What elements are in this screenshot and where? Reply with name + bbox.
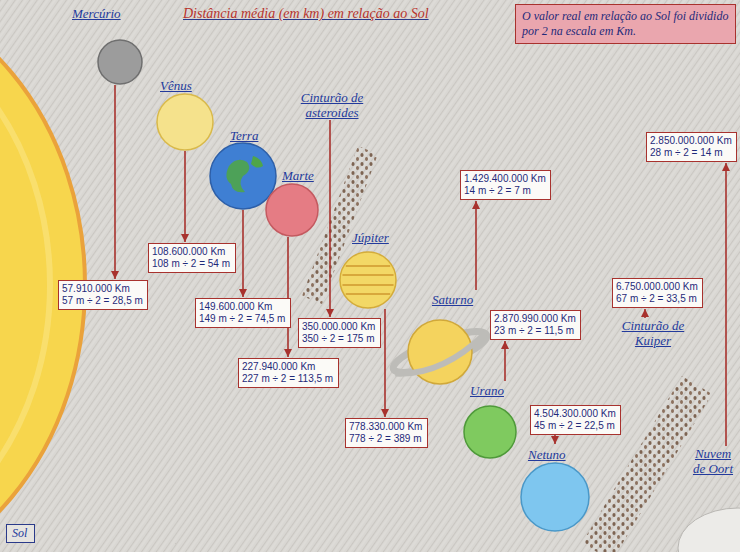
distance-arrow — [114, 85, 116, 279]
planet: Urano — [460, 381, 520, 459]
distance-text: 778 ÷ 2 = 389 m — [349, 433, 424, 445]
belt-label: Cinturão de asteroides — [300, 90, 364, 120]
distance-text: 2.850.000.000 Km — [650, 135, 733, 147]
distance-box: 2.870.990.000 Km23 m ÷ 2 = 11,5 m — [490, 310, 581, 340]
planet-circle — [157, 94, 213, 150]
planet-name: Terra — [230, 128, 258, 143]
distance-arrow — [644, 309, 646, 318]
distance-text: 227 m ÷ 2 = 113,5 m — [242, 373, 335, 385]
diagram-title: Distância média (em km) em relação ao So… — [183, 5, 429, 22]
distance-arrow — [725, 163, 727, 446]
distance-text: 67 m ÷ 2 = 33,5 m — [616, 293, 699, 305]
belt-name: Nuvem de Oort — [690, 446, 736, 476]
planet-circle — [98, 40, 142, 84]
distance-text: 778.330.000 Km — [349, 421, 424, 433]
distance-text: 2.870.990.000 Km — [494, 313, 577, 325]
saturn-ring-front — [393, 334, 488, 375]
distance-text: 4.504.300.000 Km — [534, 408, 617, 420]
oort-cloud — [678, 508, 740, 552]
planet-name: Júpiter — [352, 230, 389, 245]
distance-text: 23 m ÷ 2 = 11,5 m — [494, 325, 577, 337]
distance-arrow — [554, 435, 556, 444]
distance-arrow — [384, 309, 386, 417]
sun-label-box: Sol — [6, 524, 35, 543]
distance-box: 149.600.000 Km149 m ÷ 2 = 74,5 m — [195, 298, 291, 328]
earth-land — [251, 156, 263, 168]
planet: Mercúrio — [68, 4, 148, 85]
distance-text: 6.750.000.000 Km — [616, 281, 699, 293]
distance-text: 108 m ÷ 2 = 54 m — [152, 258, 232, 270]
distance-text: 227.940.000 Km — [242, 361, 335, 373]
planet: Vênus — [150, 76, 220, 151]
distance-text: 350.000.000 Km — [302, 321, 377, 333]
jupiter-band — [346, 293, 390, 295]
sun-name: Sol — [12, 526, 29, 541]
planet-circle — [521, 463, 589, 531]
distance-text: 57 m ÷ 2 = 28,5 m — [62, 295, 144, 307]
distance-box: 2.850.000.000 Km28 m ÷ 2 = 14 m — [646, 132, 737, 162]
planet-name: Mercúrio — [72, 6, 121, 21]
note-text: O valor real em relação ao Sol foi divid… — [522, 9, 729, 39]
distance-arrow — [287, 237, 289, 357]
distance-box: 350.000.000 Km350 ÷ 2 = 175 m — [298, 318, 381, 348]
planet-name: Netuno — [528, 447, 566, 462]
jupiter-band — [342, 274, 393, 276]
planet-circle — [340, 252, 396, 308]
distance-text: 14 m ÷ 2 = 7 m — [464, 185, 547, 197]
planet-name: Marte — [282, 168, 314, 183]
planet-circle — [266, 184, 318, 236]
distance-text: 45 m ÷ 2 = 22,5 m — [534, 420, 617, 432]
jupiter-band — [342, 284, 393, 286]
planet-name: Saturno — [432, 292, 473, 307]
distance-arrow — [504, 341, 506, 381]
planet-circle — [464, 406, 516, 458]
distance-box: 6.750.000.000 Km67 m ÷ 2 = 33,5 m — [612, 278, 703, 308]
distance-arrow — [184, 151, 186, 242]
distance-text: 149.600.000 Km — [199, 301, 287, 313]
distance-text: 149 m ÷ 2 = 74,5 m — [199, 313, 287, 325]
distance-box: 778.330.000 Km778 ÷ 2 = 389 m — [345, 418, 428, 448]
belt-label: Nuvem de Oort — [690, 446, 736, 476]
planet: Marte — [264, 166, 320, 237]
distance-text: 28 m ÷ 2 = 14 m — [650, 147, 733, 159]
distance-text: 1.429.400.000 Km — [464, 173, 547, 185]
belt-name: Cinturão de asteroides — [300, 90, 364, 120]
belt-label: Cinturão de Kuiper — [620, 318, 686, 348]
belt-name: Cinturão de Kuiper — [620, 318, 686, 348]
planet-name: Vênus — [160, 78, 192, 93]
distance-box: 108.600.000 Km108 m ÷ 2 = 54 m — [148, 243, 236, 273]
distance-arrow — [242, 210, 244, 297]
distance-box: 227.940.000 Km227 m ÷ 2 = 113,5 m — [238, 358, 339, 388]
distance-text: 57.910.000 Km — [62, 283, 144, 295]
earth-land — [226, 160, 249, 193]
sun-shape — [0, 0, 85, 552]
distance-text: 108.600.000 Km — [152, 246, 232, 258]
planet: Júpiter — [338, 228, 398, 309]
distance-box: 57.910.000 Km57 m ÷ 2 = 28,5 m — [58, 280, 148, 310]
distance-arrow — [329, 120, 331, 317]
planet-circle — [210, 143, 276, 209]
planet: Netuno — [520, 445, 592, 532]
distance-arrow — [475, 201, 477, 290]
planet-name: Urano — [470, 383, 504, 398]
distance-box: 1.429.400.000 Km14 m ÷ 2 = 7 m — [460, 170, 551, 200]
distance-text: 350 ÷ 2 = 175 m — [302, 333, 377, 345]
sun-shading — [0, 10, 50, 552]
planet: Saturno — [390, 290, 490, 385]
jupiter-band — [346, 265, 390, 267]
distance-box: 4.504.300.000 Km45 m ÷ 2 = 22,5 m — [530, 405, 621, 435]
note-box: O valor real em relação ao Sol foi divid… — [515, 4, 736, 44]
planet: Terra — [208, 126, 278, 210]
